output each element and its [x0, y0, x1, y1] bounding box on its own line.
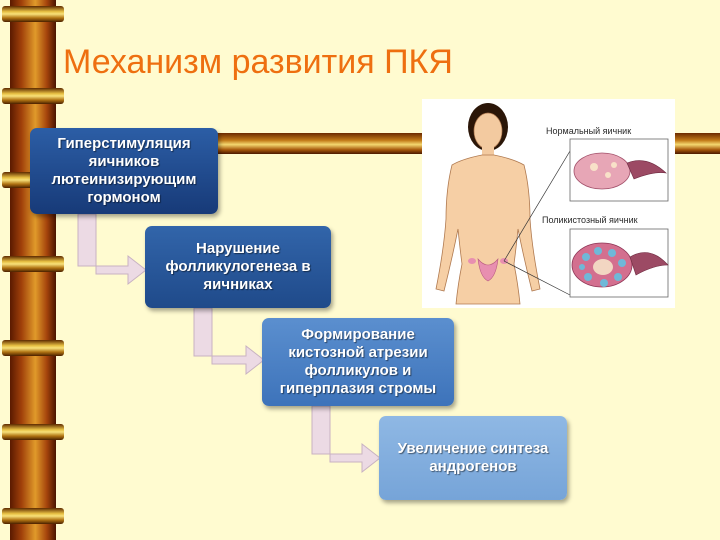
slide-title: Механизм развития ПКЯ	[63, 43, 453, 81]
neck	[482, 145, 494, 157]
pointer-line	[503, 150, 571, 262]
pointer-line	[503, 260, 571, 296]
face	[473, 112, 503, 150]
pole-ring	[2, 6, 64, 22]
label-polycystic-ovary: Поликистозный яичник	[542, 215, 638, 225]
flow-step-3: Формирование кистозной атрезии фолликуло…	[262, 318, 454, 406]
pole-ring	[2, 508, 64, 524]
normal-ovary-image	[573, 152, 631, 190]
decorative-pole	[0, 0, 80, 540]
uterus-icon	[477, 258, 499, 282]
connector-arrow-1	[77, 213, 147, 286]
flow-step-1: Гиперстимуляция яичников лютеинизирующим…	[30, 128, 218, 214]
ovary-left-icon	[468, 258, 476, 264]
pole-ring	[2, 424, 64, 440]
ovary-illustration: Нормальный яичник Поликистозный яичник	[422, 99, 675, 308]
label-normal-ovary: Нормальный яичник	[546, 126, 632, 136]
body-outline	[435, 154, 541, 305]
pole-ring	[2, 256, 64, 272]
pole-ring	[2, 340, 64, 356]
flow-step-4: Увеличение синтеза андрогенов	[379, 416, 567, 500]
pole-ring	[2, 88, 64, 104]
connector-arrow-2	[193, 307, 265, 376]
flow-step-2: Нарушение фолликулогенеза в яичниках	[145, 226, 331, 308]
connector-arrow-3	[311, 405, 381, 474]
